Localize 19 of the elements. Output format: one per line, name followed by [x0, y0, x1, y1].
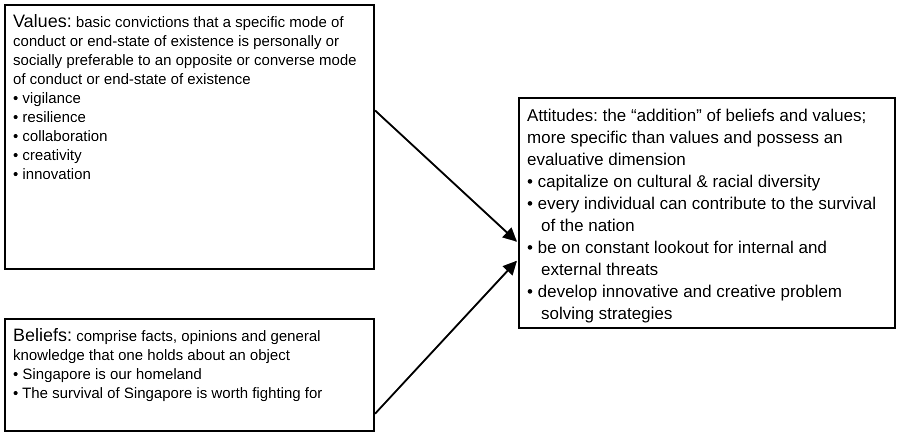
bullet-item: • be on constant lookout for internal and external threats	[527, 237, 828, 281]
bullet-item: • Singapore is our homeland	[13, 365, 203, 384]
text-box	[4, 4, 375, 270]
bullet-item: • innovation	[13, 165, 92, 184]
definition-text: Attitudes: the “addition” of beliefs and values; more specific than values and possess an evaluative dimension	[527, 105, 868, 171]
bullet-item: • capitalize on cultural & racial diversity	[527, 171, 822, 193]
bullet-item: • resilience	[13, 108, 87, 127]
definition-text: Beliefs: comprise facts, opinions and general knowledge that one holds about an object	[13, 326, 322, 365]
definition-text: Values: basic convictions that a specific mode of conduct or end-state of existence is personally or socially preferable to an opposite or converse mode of conduct or end-state of existence	[13, 12, 358, 89]
text-box	[4, 318, 375, 432]
arrow	[374, 260, 517, 414]
bullet-item: • The survival of Singapore is worth fighting for	[13, 384, 324, 403]
bullet-item: • collaboration	[13, 127, 108, 146]
bullet-item: • every individual can contribute to the survival of the nation	[527, 193, 877, 237]
bullet-item: • vigilance	[13, 89, 82, 108]
text-box	[518, 97, 896, 329]
bullet-item: • develop innovative and creative problem solving strategies	[527, 281, 843, 325]
bullet-item: • creativity	[13, 146, 83, 165]
arrow	[374, 110, 518, 242]
